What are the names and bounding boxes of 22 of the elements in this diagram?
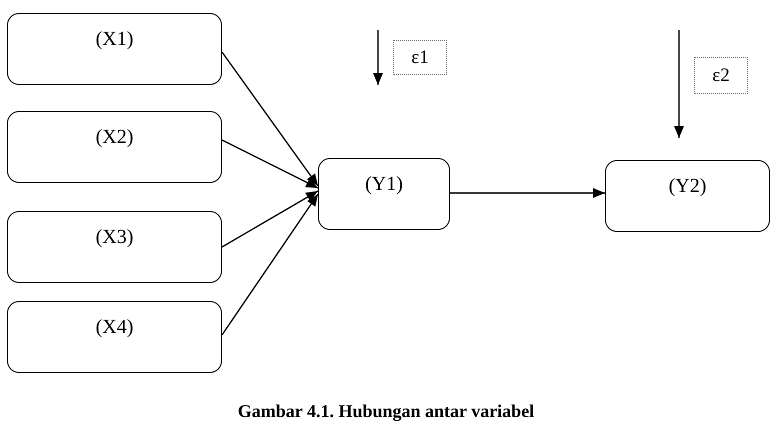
error-term-box xyxy=(393,40,447,75)
figure-caption: Gambar 4.1. Hubungan antar variabel xyxy=(236,401,536,422)
variable-box xyxy=(318,158,450,230)
variable-box xyxy=(7,111,222,183)
arrow xyxy=(221,52,319,186)
arrow xyxy=(221,194,319,336)
variable-label: (Y1) xyxy=(365,173,403,196)
variable-label: (X4) xyxy=(96,316,134,339)
variable-box xyxy=(605,160,770,232)
variable-label: (X3) xyxy=(96,226,134,249)
variable-box xyxy=(7,211,222,283)
variable-box xyxy=(7,13,222,85)
error-term-label: ε2 xyxy=(712,64,730,86)
arrow xyxy=(450,188,605,198)
variable-label: (Y2) xyxy=(668,175,706,198)
variable-label: (X1) xyxy=(96,28,134,51)
arrow xyxy=(222,139,318,189)
arrow xyxy=(222,190,318,248)
variable-box xyxy=(7,301,222,373)
error-term-box xyxy=(694,57,748,94)
variable-label: (X2) xyxy=(96,126,134,149)
error-term-label: ε1 xyxy=(411,46,429,68)
